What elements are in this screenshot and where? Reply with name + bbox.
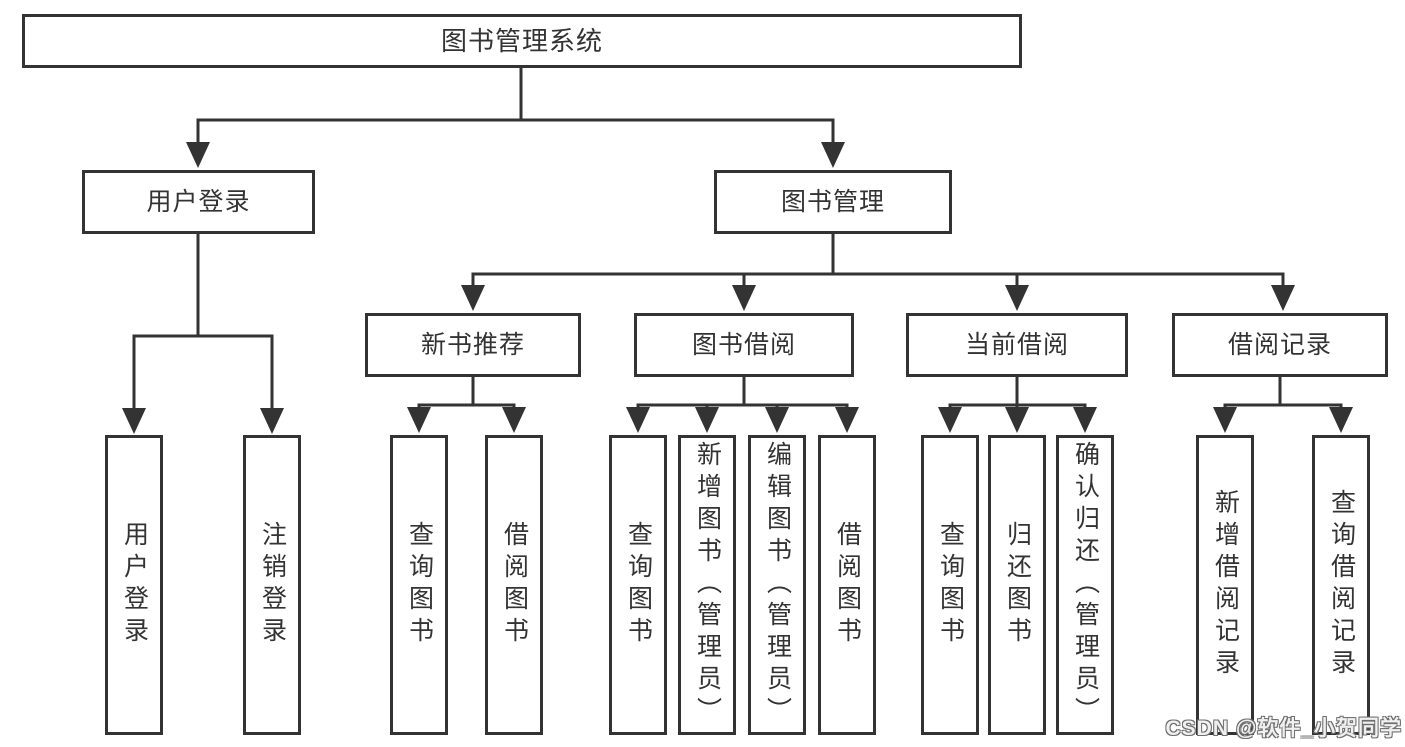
node-current-borrow: 当前借阅: [906, 313, 1128, 377]
node-book-mgmt: 图书管理: [714, 170, 952, 234]
leaf-user-login: 用户登录: [105, 435, 163, 735]
connector-current-borrow: [948, 375, 1087, 413]
connector-new-books: [417, 375, 516, 413]
leaf-records-query: 查询借阅记录: [1312, 435, 1370, 735]
arrowhead: [821, 142, 845, 168]
leaf-new-books-borrow: 借阅图书: [485, 435, 543, 735]
node-borrow-records: 借阅记录: [1172, 313, 1388, 377]
arrowhead: [1329, 407, 1353, 433]
leaf-logout: 注销登录: [243, 435, 301, 735]
arrowhead: [407, 407, 431, 433]
arrowhead: [1073, 407, 1097, 433]
node-root: 图书管理系统: [22, 14, 1022, 68]
leaf-current-query: 查询图书: [921, 435, 979, 735]
arrowhead: [461, 285, 485, 311]
connector-book-borrow: [636, 375, 849, 413]
arrowhead: [765, 407, 789, 433]
node-book-borrow: 图书借阅: [634, 313, 854, 377]
arrowhead: [122, 408, 146, 434]
arrowhead: [732, 285, 756, 311]
connector-root: [196, 66, 835, 147]
connector-user-login: [132, 232, 274, 412]
arrowhead: [1005, 407, 1029, 433]
leaf-records-add: 新增借阅记录: [1196, 435, 1254, 735]
leaf-borrow-add: 新增图书（管理员）: [678, 435, 736, 735]
connector-borrow-records: [1223, 375, 1343, 413]
node-new-books: 新书推荐: [365, 313, 581, 377]
arrowheads: [122, 142, 1353, 434]
arrowhead: [835, 407, 859, 433]
watermark: CSDN @软件_小贺同学: [1165, 717, 1402, 740]
leaf-borrow-query: 查询图书: [609, 435, 667, 735]
arrowhead: [1213, 407, 1237, 433]
arrowhead: [186, 142, 210, 168]
leaf-current-return: 归还图书: [988, 435, 1046, 735]
connector-book-mgmt: [471, 232, 1285, 290]
arrowhead: [1271, 285, 1295, 311]
arrowhead: [626, 407, 650, 433]
arrowhead: [1005, 285, 1029, 311]
leaf-borrow-borrow: 借阅图书: [818, 435, 876, 735]
arrowhead: [938, 407, 962, 433]
leaf-borrow-edit: 编辑图书（管理员）: [748, 435, 806, 735]
arrowhead: [695, 407, 719, 433]
leaf-new-books-query: 查询图书: [390, 435, 448, 735]
leaf-current-confirm: 确认归还（管理员）: [1056, 435, 1114, 735]
node-user-login: 用户登录: [82, 170, 315, 234]
arrowhead: [260, 408, 284, 434]
arrowhead: [502, 407, 526, 433]
